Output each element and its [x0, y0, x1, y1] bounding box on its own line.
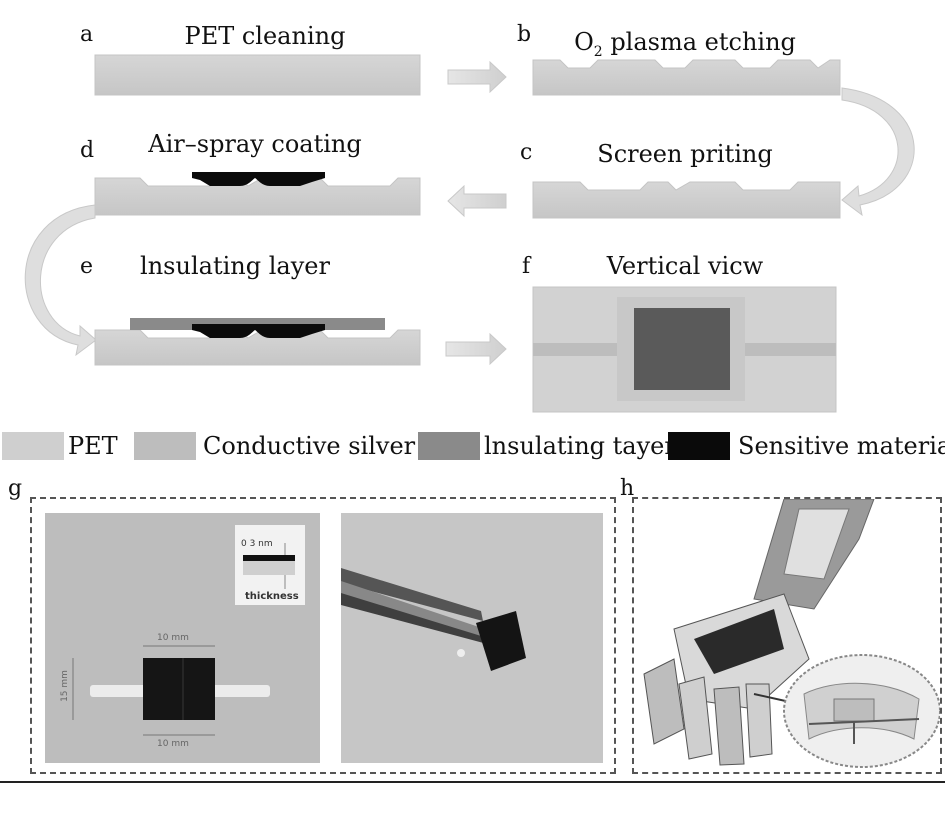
panel-d-letter: d: [80, 138, 95, 163]
panel-d-title: Air–spray coating: [148, 130, 362, 158]
legend-label-sensitive: Sensitive material: [738, 432, 945, 460]
legend-label-silver: Conductive silver: [203, 432, 416, 460]
legend-swatch-sensitive: [668, 432, 730, 460]
dim-bottom-label: 10 mm: [157, 739, 189, 749]
topview-sensitive-area: [634, 308, 730, 390]
legend-label-pet: PET: [68, 432, 118, 460]
substrate-b: [532, 59, 841, 96]
dim-top-label: 10 mm: [157, 633, 189, 643]
panel-a-letter: a: [80, 22, 94, 47]
robotic-hand-illustration: [634, 499, 940, 772]
dim-side-label: 15 mm: [59, 670, 70, 702]
panel-h-frame: [632, 497, 942, 774]
sensitive-layer-e: [192, 324, 325, 338]
panel-b-title: O2 plasma etching: [560, 28, 810, 66]
sensitive-layer-d: [192, 172, 325, 186]
bottom-rule: [0, 781, 945, 783]
substrate-e: [94, 329, 421, 366]
robotic-hand-drawing: [643, 499, 940, 768]
panel-h-letter: h: [620, 476, 635, 501]
panel-e-title: lnsulating layer: [140, 252, 330, 280]
substrate-d: [94, 177, 421, 216]
tweezers-photo: [341, 513, 603, 763]
inset-scale-label: 0 3 nm: [241, 539, 273, 549]
fabrication-schematic: [24, 54, 915, 413]
panel-c-title: Screen priting: [597, 140, 773, 168]
inset-thickness-label: thickness: [245, 591, 299, 602]
arrow-a-to-b: [447, 60, 507, 94]
arrow-b-to-c: [841, 87, 915, 217]
panel-b-title-sub: 2: [593, 43, 603, 60]
panel-a-title: PET cleaning: [184, 22, 346, 50]
substrate-c: [532, 181, 841, 219]
legend-swatch-insulating: [418, 432, 480, 460]
sensor-photo-drawing: [45, 513, 320, 763]
panel-g-frame: [30, 497, 616, 774]
legend-swatch-pet: [2, 432, 64, 460]
arrow-c-to-d: [447, 184, 507, 218]
substrate-a: [94, 54, 421, 96]
tweezers-photo-drawing: [341, 513, 603, 763]
panel-c-letter: c: [520, 140, 533, 165]
panel-b-title-o: O: [574, 28, 594, 56]
sensor-photo: 10 mm 10 mm 15 mm 0 3 nm thickness: [45, 513, 320, 763]
panel-e-letter: e: [80, 254, 94, 279]
panel-g-letter: g: [8, 476, 23, 501]
panel-b-letter: b: [517, 22, 532, 47]
panel-f-title: Vertical vicw: [606, 252, 764, 280]
legend-swatch-silver: [134, 432, 196, 460]
panel-f-letter: f: [522, 254, 531, 279]
legend-label-insulating: lnsulating tayer: [484, 432, 676, 460]
arrow-e-to-f: [445, 332, 507, 366]
panel-b-title-rest: plasma etching: [602, 28, 796, 56]
arrow-d-to-e: [24, 204, 97, 357]
